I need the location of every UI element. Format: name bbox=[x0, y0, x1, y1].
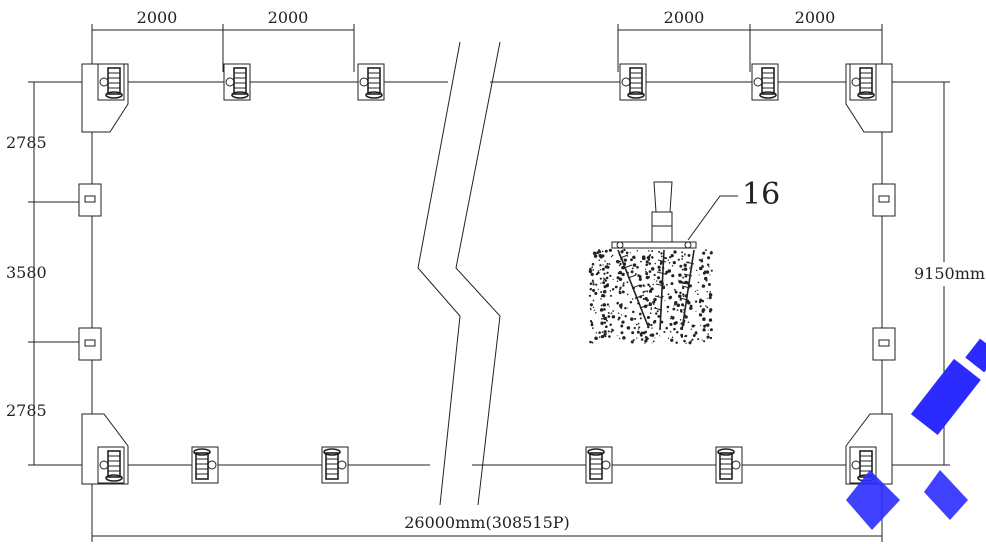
plate-top-3 bbox=[619, 63, 647, 101]
plate-bottom-2 bbox=[321, 446, 349, 484]
ground-anchor-detail: 16 bbox=[588, 177, 780, 345]
dimension-label: 2000 bbox=[795, 8, 836, 27]
plate-bottom-1 bbox=[191, 446, 219, 484]
side-plate-right-lower bbox=[872, 327, 896, 361]
dimension-label: 2000 bbox=[137, 8, 178, 27]
plate-top-1 bbox=[223, 63, 251, 101]
dimension-label: 2000 bbox=[268, 8, 309, 27]
break-lines bbox=[417, 41, 501, 506]
frame-outline bbox=[80, 81, 920, 466]
side-plate-right-upper bbox=[872, 183, 896, 217]
dimension-label: 26000mm(308515P) bbox=[404, 513, 570, 532]
dimension-label: 2785 bbox=[6, 401, 47, 420]
side-plate-left-lower bbox=[78, 327, 102, 361]
plate-bottom-3 bbox=[585, 446, 613, 484]
plate-bottom-4 bbox=[715, 446, 743, 484]
corner-plate-bottom-left bbox=[81, 413, 129, 485]
dimension-label: 3580 bbox=[6, 263, 47, 282]
left-dimension-chain: 2785 3580 2785 bbox=[6, 81, 90, 466]
soil-texture bbox=[588, 248, 713, 345]
dimension-label: 2785 bbox=[6, 133, 47, 152]
dimension-label: 9150mm bbox=[914, 264, 985, 283]
part-callout-number: 16 bbox=[742, 177, 780, 212]
corner-plate-top-left bbox=[81, 63, 129, 133]
plate-top-4 bbox=[751, 63, 779, 101]
top-left-dimension-chain: 2000 2000 bbox=[91, 8, 355, 72]
plate-top-2 bbox=[357, 63, 385, 101]
corner-plate-top-right bbox=[845, 63, 893, 133]
dimension-label: 2000 bbox=[664, 8, 705, 27]
top-right-dimension-chain: 2000 2000 bbox=[617, 8, 883, 72]
side-plate-left-upper bbox=[78, 183, 102, 217]
watermark bbox=[846, 338, 986, 530]
